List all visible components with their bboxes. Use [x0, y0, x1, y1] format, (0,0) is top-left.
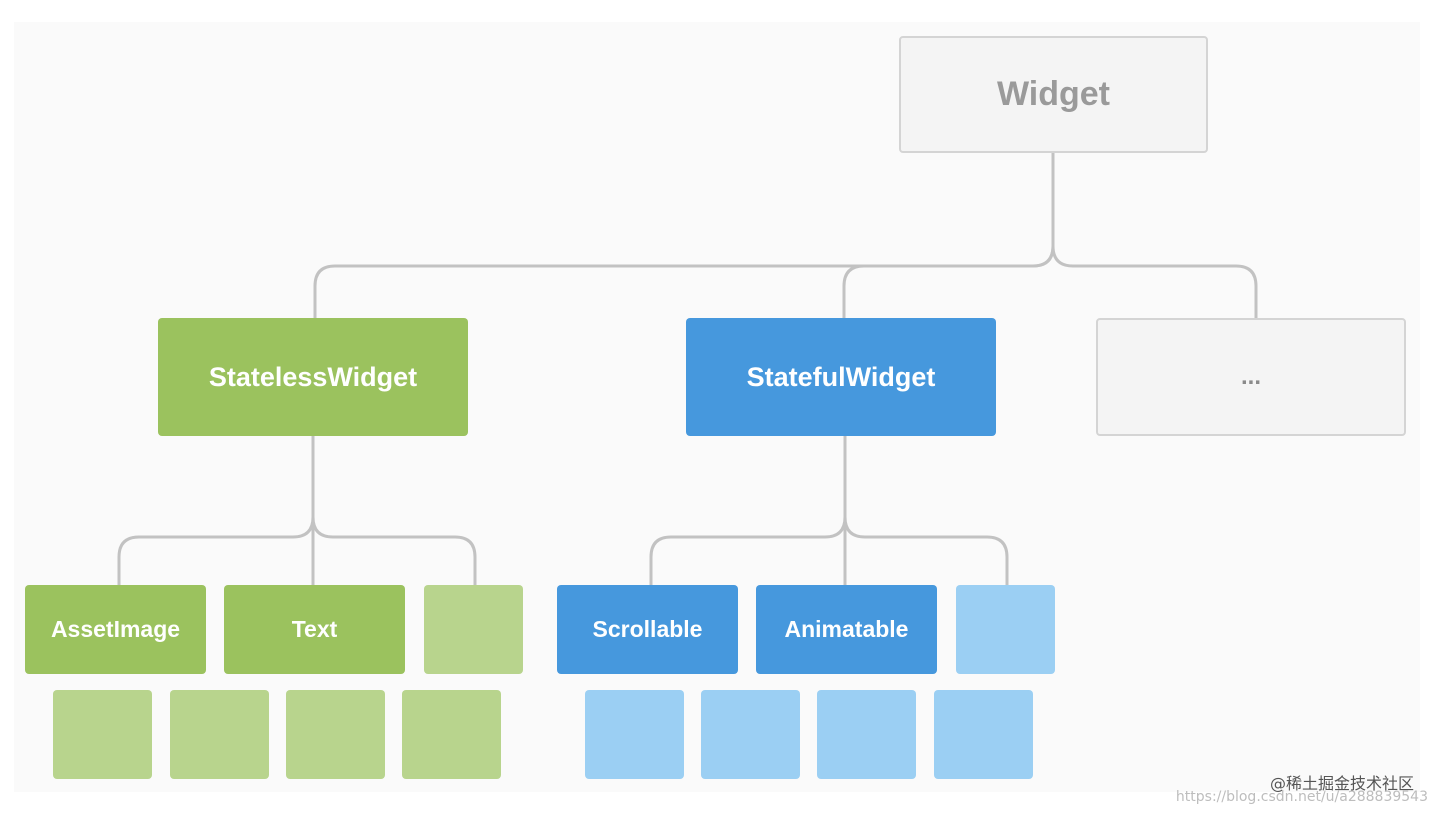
- node-widget-label: Widget: [996, 75, 1110, 113]
- node-stateless-widget-label: StatelessWidget: [208, 361, 418, 392]
- node-stateful-grandchild: [701, 690, 800, 779]
- node-stateless-widget: StatelessWidget: [158, 318, 468, 436]
- node-animatable-label: Animatable: [784, 616, 909, 642]
- node-stateless-placeholder: [424, 585, 523, 674]
- node-asset-image: AssetImage: [25, 585, 206, 674]
- node-other-widgets: ...: [1096, 318, 1406, 436]
- node-stateful-widget: StatefulWidget: [686, 318, 996, 436]
- node-stateful-grandchild: [934, 690, 1033, 779]
- connector-stateless-left: [117, 516, 315, 585]
- watermark-text: @稀土掘金技术社区: [1269, 774, 1414, 793]
- node-animatable: Animatable: [756, 585, 937, 674]
- node-text: Text: [224, 585, 405, 674]
- node-stateful-grandchild: [817, 690, 916, 779]
- node-stateful-widget-label: StatefulWidget: [746, 361, 936, 392]
- node-text-label: Text: [291, 616, 338, 642]
- connector-root-stateful: [842, 245, 1055, 318]
- connector-stateful-right: [843, 516, 1009, 585]
- node-stateless-grandchild: [402, 690, 501, 779]
- node-stateful-placeholder: [956, 585, 1055, 674]
- connector-stateless-right: [311, 516, 477, 585]
- node-stateless-grandchild: [170, 690, 269, 779]
- node-stateful-grandchild: [585, 690, 684, 779]
- node-widget: Widget: [899, 36, 1208, 153]
- connector-root-other: [1051, 245, 1258, 318]
- node-asset-image-label: AssetImage: [50, 616, 181, 642]
- watermark-url: https://blog.csdn.net/u/a288839543: [1175, 789, 1428, 805]
- node-scrollable: Scrollable: [557, 585, 738, 674]
- connector-root: [313, 153, 1055, 318]
- node-stateless-grandchild: [53, 690, 152, 779]
- node-other-widgets-label: ...: [1240, 363, 1261, 390]
- connector-stateful-left: [649, 516, 847, 585]
- node-scrollable-label: Scrollable: [592, 616, 703, 642]
- node-stateless-grandchild: [286, 690, 385, 779]
